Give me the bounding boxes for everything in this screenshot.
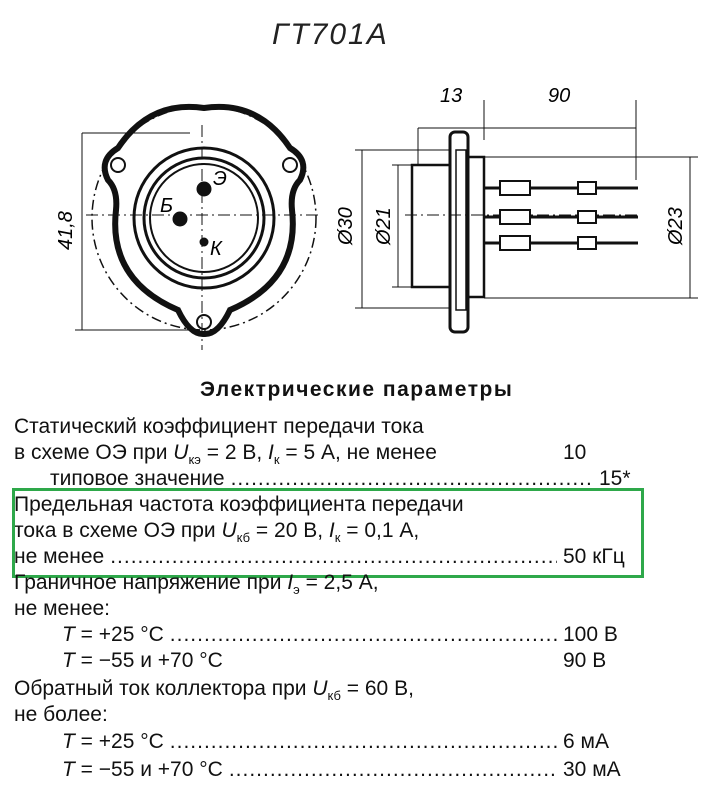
param2-line2: тока в схеме ОЭ при Uкб = 20 В, Iк = 0,1… — [14, 519, 420, 546]
dim-d23: Ø23 — [665, 207, 687, 246]
section-title: Электрические параметры — [200, 378, 514, 401]
param2-line1: Предельная частота коэффициента передачи — [14, 493, 464, 516]
param4-row1: T = +25 °С6 мА — [14, 729, 639, 755]
dim-height: 41,8 — [55, 211, 77, 250]
param2-line3: не менее50 кГц — [14, 544, 639, 570]
param4-line2: не более: — [14, 703, 108, 726]
transistor-drawing: Э Б К 41,8 13 90 Ø30 Ø21 Ø23 — [55, 85, 698, 350]
param2-value: 50 кГц — [563, 545, 625, 568]
pin-label-emitter: Э — [213, 168, 227, 190]
pin-label-base: Б — [160, 195, 173, 217]
transistor-title: ГТ701А — [272, 18, 389, 51]
pin-label-collector: К — [210, 238, 223, 260]
param1-typ-value: 15* — [599, 467, 631, 490]
side-view — [355, 100, 698, 334]
param3-row1: T = +25 °С100 В — [14, 622, 639, 648]
param1-min-value: 10 — [563, 441, 587, 464]
front-view — [75, 103, 320, 350]
param4-line1: Обратный ток коллектора при Uкб = 60 В, — [14, 677, 414, 704]
param1-line1: Статический коэффициент передачи тока — [14, 415, 424, 438]
param3-line1: Граничное напряжение при Iэ = 2,5 А, — [14, 571, 379, 598]
highlight-box — [12, 488, 644, 578]
param4-row2: T = −55 и +70 °С30 мА — [14, 757, 639, 783]
dim-13: 13 — [440, 85, 462, 107]
dim-90: 90 — [548, 85, 570, 107]
param1-line3: типовое значение15* — [14, 466, 675, 492]
param3-line2: не менее: — [14, 597, 111, 620]
dim-d30: Ø30 — [335, 207, 357, 246]
dim-d21: Ø21 — [373, 207, 395, 246]
param1-line2: в схеме ОЭ при Uкэ = 2 В, Iк = 5 А, не м… — [14, 440, 639, 467]
